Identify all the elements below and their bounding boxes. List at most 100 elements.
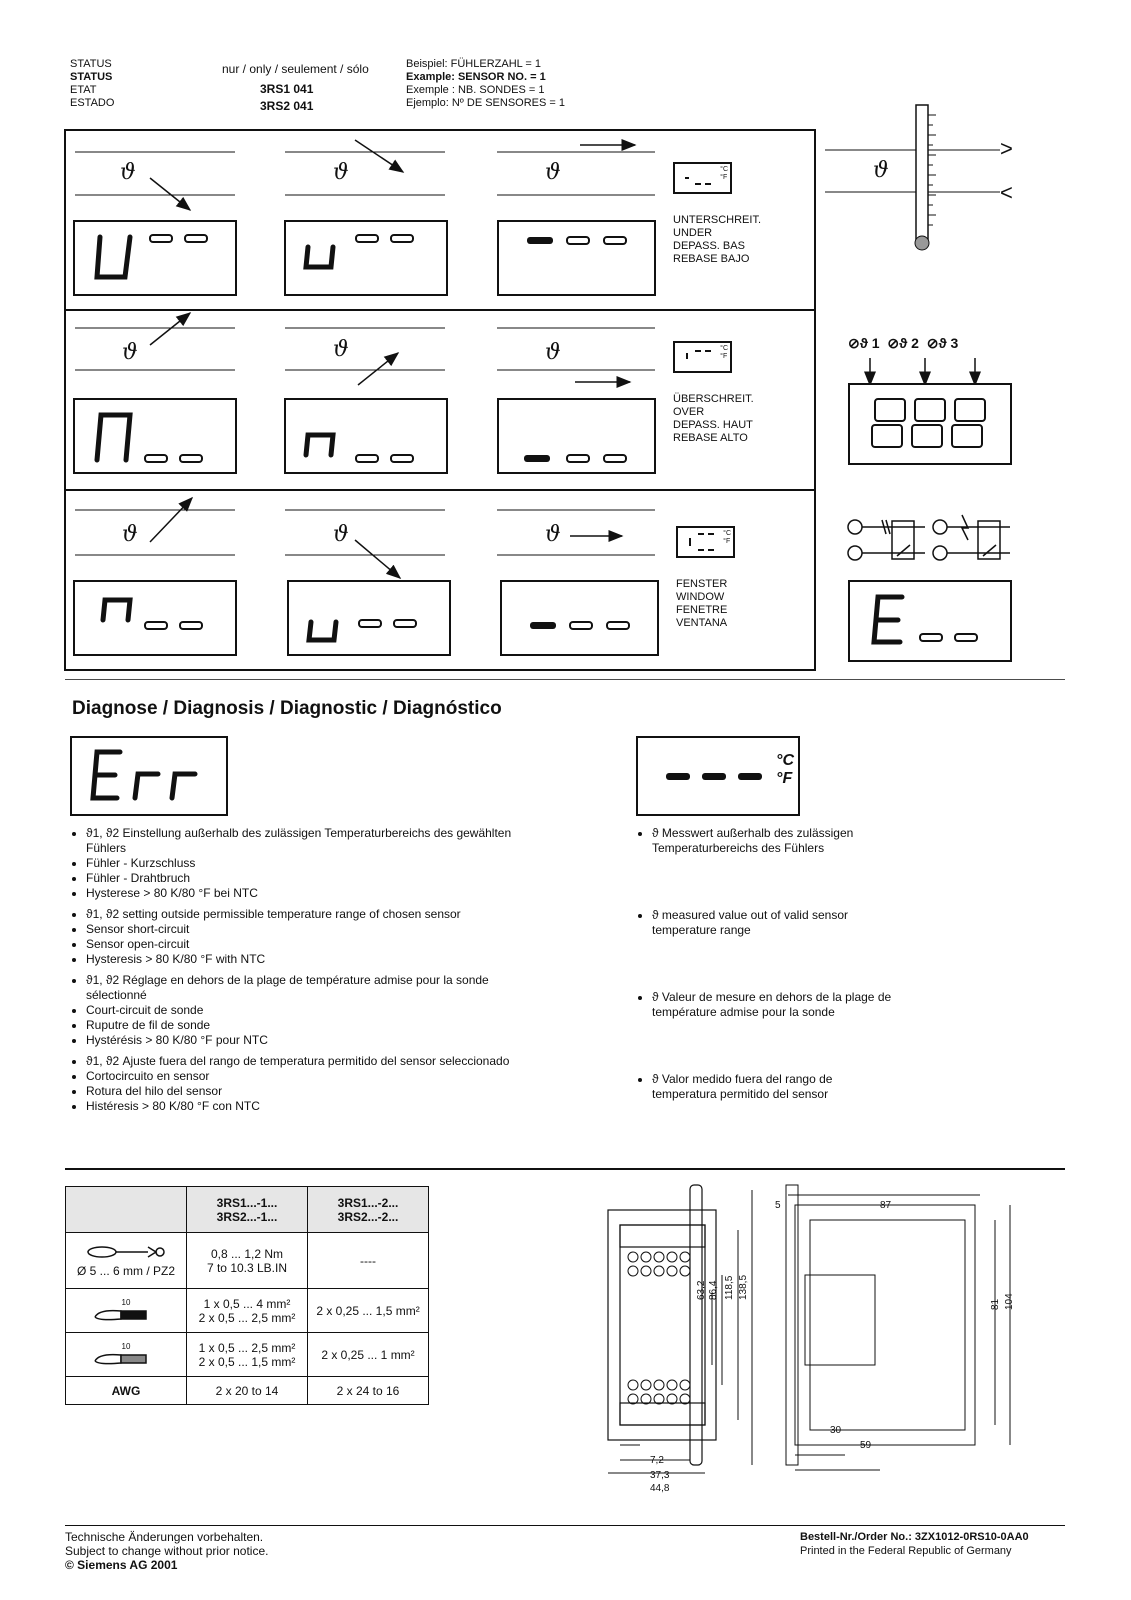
theta-symbol: ϑ [873,158,889,183]
screwdriver-icon [70,1243,182,1264]
under-label-de: UNTERSCHREIT. [673,214,762,226]
sensor-labels: ⊘ϑ 1 ⊘ϑ 2 ⊘ϑ 3 [848,335,958,352]
sensor-icon: ⊘ [926,335,939,351]
window-label-de: FENSTER [676,578,728,590]
table-header: 3RS1...-1...3RS2...-1... [186,1186,308,1233]
list-item: Fühler - Kurzschluss [86,856,542,871]
unit-c: °C [720,166,728,173]
dim-label: 63,2 [696,1280,707,1300]
lcd-display [73,220,237,296]
list-item: Rotura del hilo del sensor [86,1084,542,1099]
cell-line: 1 x 0,5 ... 4 mm² [203,1296,291,1311]
copyright: © Siemens AG 2001 [65,1558,178,1572]
list-item: Hysteresis > 80 K/80 °F with NTC [86,952,542,967]
status-es: ESTADO [70,97,115,109]
lcd-display [500,580,659,656]
list-item: Fühler - Drahtbruch [86,871,542,886]
thermometer-icon [915,104,929,244]
sensor-circuit-icon [847,514,1010,561]
lcd-dashes-display: °C°F [636,736,800,816]
diagnosis-en: ϑ1, ϑ2 setting outside permissible tempe… [72,907,542,967]
example-en: Example: SENSOR NO. = 1 [406,71,546,83]
dim-label: 7,2 [650,1455,664,1466]
dim-label: 86,4 [708,1280,719,1300]
over-label-en: OVER [673,406,705,418]
theta-symbol: ϑ [122,340,138,365]
divider [65,1168,1065,1170]
cell-line: 0,8 ... 1,2 Nm [210,1246,284,1261]
small-lcd-display: °C°F [673,341,732,373]
dim-label: 5 [775,1200,781,1211]
window-label-es: VENTANA [676,617,728,629]
list-item: Cortocircuito en sensor [86,1069,542,1084]
list-item: Hystérésis > 80 K/80 °F pour NTC [86,1033,542,1048]
example-fr: Exemple : NB. SONDES = 1 [406,84,545,96]
lcd-error-e-display [848,580,1012,662]
theta-symbol: ϑ [333,160,349,185]
dim-label: 138,5 [738,1274,749,1300]
small-lcd-display: °C°F [676,526,735,558]
table-cell: 2 x 0,25 ... 1 mm² [307,1332,429,1377]
cell-line: 2 x 0,5 ... 2,5 mm² [198,1310,296,1325]
status-fr: ETAT [70,84,97,96]
dim-label: 118,5 [724,1275,735,1300]
lcd-display [284,220,448,296]
theta-symbol: ϑ [859,335,868,351]
theta-symbol: ϑ [333,522,349,547]
list-item: Sensor short-circuit [86,922,542,937]
status-de: STATUS [70,58,112,70]
unit-f: °F [723,538,731,545]
window-label-en: WINDOW [676,591,725,603]
list-item: Ruputre de fil de sonde [86,1018,542,1033]
theta-symbol: ϑ [545,160,561,185]
dim-label: 37,3 [650,1470,670,1481]
under-label-en: UNDER [673,227,713,239]
diagnosis-title: Diagnose / Diagnosis / Diagnostic / Diag… [72,698,502,719]
dim-label: 59 [860,1440,872,1451]
unit-c: °C [720,345,728,352]
theta-symbol: ϑ [333,337,349,362]
unit-label: °C°F [720,345,728,361]
list-item: ϑ Valeur de mesure en dehors de la plage… [652,990,898,1020]
sensor-3-label: 3 [950,335,959,351]
header-line: 3RS2...-1... [216,1209,278,1224]
only-label: nur / only / seulement / sólo [222,62,369,76]
dim-label: 87 [880,1200,892,1211]
sensor-1-label: 1 [871,335,880,351]
status-en: STATUS [70,71,113,83]
theta-symbol: ϑ [122,522,138,547]
status-grid [64,104,1065,680]
model-3rs2: 3RS2 041 [260,99,314,113]
sensor-icon: ⊘ [887,335,900,351]
window-label-fr: FENETRE [676,604,728,616]
ferrule-wire-cell: 10 [65,1332,187,1377]
example-labels: Beispiel: FÜHLERZAHL = 1 Example: SENSOR… [406,58,565,110]
theta-symbol: ϑ [899,335,908,351]
ferrule-wire-icon [94,1353,147,1364]
table-header: 3RS1...-2...3RS2...-2... [307,1186,429,1233]
list-item: ϑ measured value out of valid sensor tem… [652,908,898,938]
lcd-display [284,398,448,474]
list-item: Sensor open-circuit [86,937,542,952]
diagnosis-fr: ϑ1, ϑ2 Réglage en dehors de la plage de … [72,973,542,1048]
dim-label: 81 [990,1298,1001,1310]
table-row: AWG 2 x 20 to 14 2 x 24 to 16 [65,1376,429,1405]
example-es: Ejemplo: Nº DE SENSORES = 1 [406,97,565,109]
cell-line: 1 x 0,5 ... 2,5 mm² [198,1340,296,1355]
under-label-es: REBASE BAJO [673,253,750,265]
spec-table: 3RS1...-1...3RS2...-1... 3RS1...-2...3RS… [65,1186,429,1405]
theta-symbol: ϑ [545,340,561,365]
small-lcd-display: °C°F [673,162,732,194]
sensor-2-label: 2 [911,335,919,351]
list-item: ϑ1, ϑ2 Ajuste fuera del rango de tempera… [86,1054,542,1069]
list-item: ϑ1, ϑ2 Einstellung außerhalb des zulässi… [86,826,542,856]
solid-wire-cell: 10 [65,1288,187,1333]
diagnosis-es: ϑ1, ϑ2 Ajuste fuera del rango de tempera… [72,1054,542,1114]
dim-label: 30 [830,1425,842,1436]
less-than-sign: < [1000,180,1013,205]
cell-line: 2 x 0,5 ... 1,5 mm² [198,1354,296,1369]
row-label: 10 [121,1341,131,1351]
